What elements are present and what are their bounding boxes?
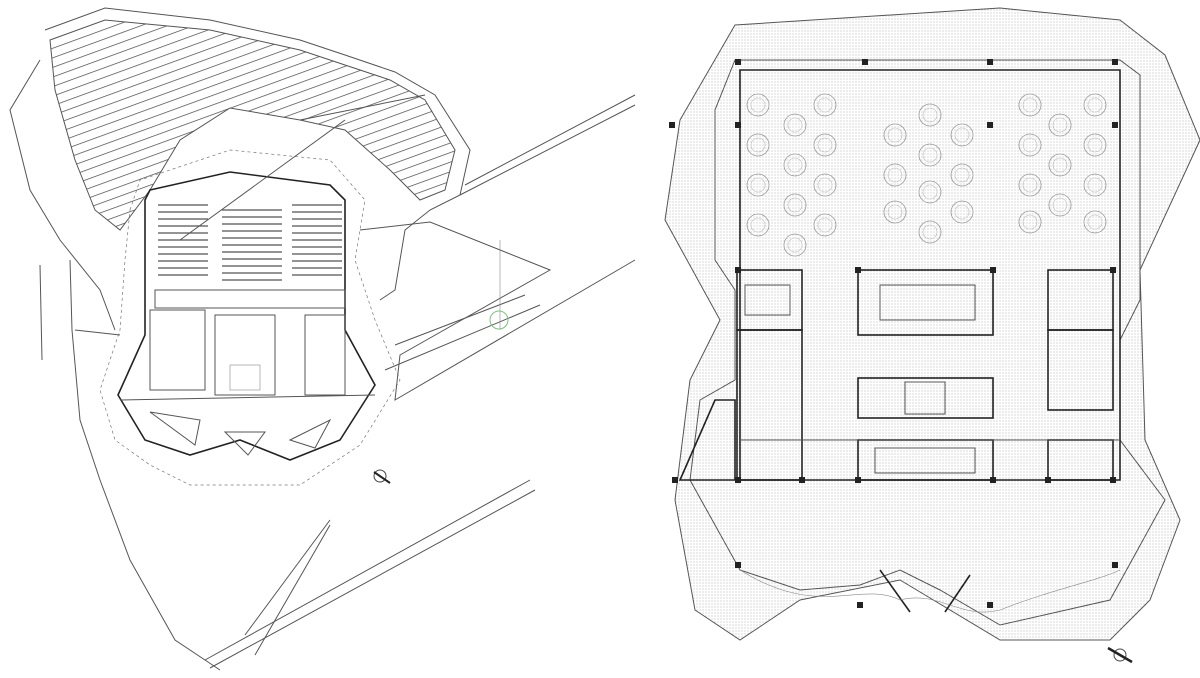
round-table-top bbox=[922, 224, 938, 240]
round-table bbox=[950, 163, 974, 187]
site-outline bbox=[44, 7, 471, 301]
round-table-top bbox=[887, 127, 903, 143]
round-table-top bbox=[922, 147, 938, 163]
round-table-top bbox=[787, 157, 803, 173]
round-table-top bbox=[1022, 137, 1038, 153]
round-table-top bbox=[750, 137, 766, 153]
hatched-landscape bbox=[49, 19, 456, 231]
structural-column bbox=[862, 59, 868, 65]
round-table bbox=[918, 103, 942, 127]
structural-column bbox=[1112, 562, 1118, 568]
round-table bbox=[746, 93, 770, 117]
round-table-top bbox=[1022, 97, 1038, 113]
round-table bbox=[813, 213, 837, 237]
round-table-top bbox=[787, 117, 803, 133]
round-table bbox=[813, 93, 837, 117]
round-table bbox=[918, 220, 942, 244]
round-table-top bbox=[787, 197, 803, 213]
north-arrow-icon bbox=[1107, 646, 1133, 664]
structural-column bbox=[1112, 59, 1118, 65]
round-table-top bbox=[887, 167, 903, 183]
structural-column bbox=[672, 477, 678, 483]
round-table bbox=[1048, 113, 1072, 137]
round-table bbox=[1018, 173, 1042, 197]
round-table bbox=[883, 123, 907, 147]
round-table-top bbox=[954, 167, 970, 183]
structural-column bbox=[987, 59, 993, 65]
round-table-top bbox=[1052, 157, 1068, 173]
structural-column bbox=[735, 122, 741, 128]
round-table bbox=[746, 133, 770, 157]
structural-column bbox=[857, 602, 863, 608]
round-table-top bbox=[817, 137, 833, 153]
round-table bbox=[1083, 133, 1107, 157]
round-table bbox=[746, 173, 770, 197]
round-table bbox=[1018, 210, 1042, 234]
round-table-top bbox=[817, 177, 833, 193]
tree-marker bbox=[489, 310, 509, 330]
round-table-top bbox=[954, 204, 970, 220]
round-table bbox=[813, 133, 837, 157]
banquet-tables bbox=[746, 93, 1107, 257]
round-table bbox=[1018, 93, 1042, 117]
structural-column bbox=[669, 122, 675, 128]
round-table-top bbox=[817, 97, 833, 113]
round-table bbox=[1048, 193, 1072, 217]
round-table-top bbox=[1087, 97, 1103, 113]
structural-column bbox=[735, 59, 741, 65]
structural-column bbox=[987, 122, 993, 128]
structural-column bbox=[1112, 122, 1118, 128]
round-table-top bbox=[1087, 177, 1103, 193]
round-table bbox=[1048, 153, 1072, 177]
round-table bbox=[783, 193, 807, 217]
round-table bbox=[883, 200, 907, 224]
round-table bbox=[783, 233, 807, 257]
round-table-top bbox=[1052, 117, 1068, 133]
round-table bbox=[1083, 93, 1107, 117]
floor-plan-right bbox=[664, 7, 1200, 664]
round-table-top bbox=[750, 177, 766, 193]
round-table-top bbox=[887, 204, 903, 220]
north-arrow-icon bbox=[373, 469, 391, 484]
round-table bbox=[1083, 173, 1107, 197]
round-table-top bbox=[922, 184, 938, 200]
round-table-top bbox=[1022, 214, 1038, 230]
auditorium-seating bbox=[158, 204, 342, 281]
round-table-top bbox=[1052, 197, 1068, 213]
terrace-edge-hatched bbox=[664, 7, 1200, 641]
round-table bbox=[813, 173, 837, 197]
round-table bbox=[746, 213, 770, 237]
round-table-top bbox=[817, 217, 833, 233]
building-outline bbox=[117, 171, 376, 461]
round-table bbox=[883, 163, 907, 187]
round-table bbox=[950, 123, 974, 147]
round-table bbox=[950, 200, 974, 224]
round-table-top bbox=[1087, 137, 1103, 153]
round-table bbox=[918, 180, 942, 204]
round-table-top bbox=[750, 217, 766, 233]
round-table bbox=[1083, 210, 1107, 234]
round-table-top bbox=[787, 237, 803, 253]
round-table bbox=[783, 113, 807, 137]
round-table bbox=[1018, 133, 1042, 157]
round-table-top bbox=[954, 127, 970, 143]
round-table-top bbox=[1022, 177, 1038, 193]
structural-column bbox=[987, 602, 993, 608]
round-table-top bbox=[922, 107, 938, 123]
site-plan-left bbox=[9, 7, 636, 671]
round-table-top bbox=[750, 97, 766, 113]
round-table bbox=[783, 153, 807, 177]
round-table-top bbox=[1087, 214, 1103, 230]
round-table bbox=[918, 143, 942, 167]
structural-column bbox=[735, 562, 741, 568]
